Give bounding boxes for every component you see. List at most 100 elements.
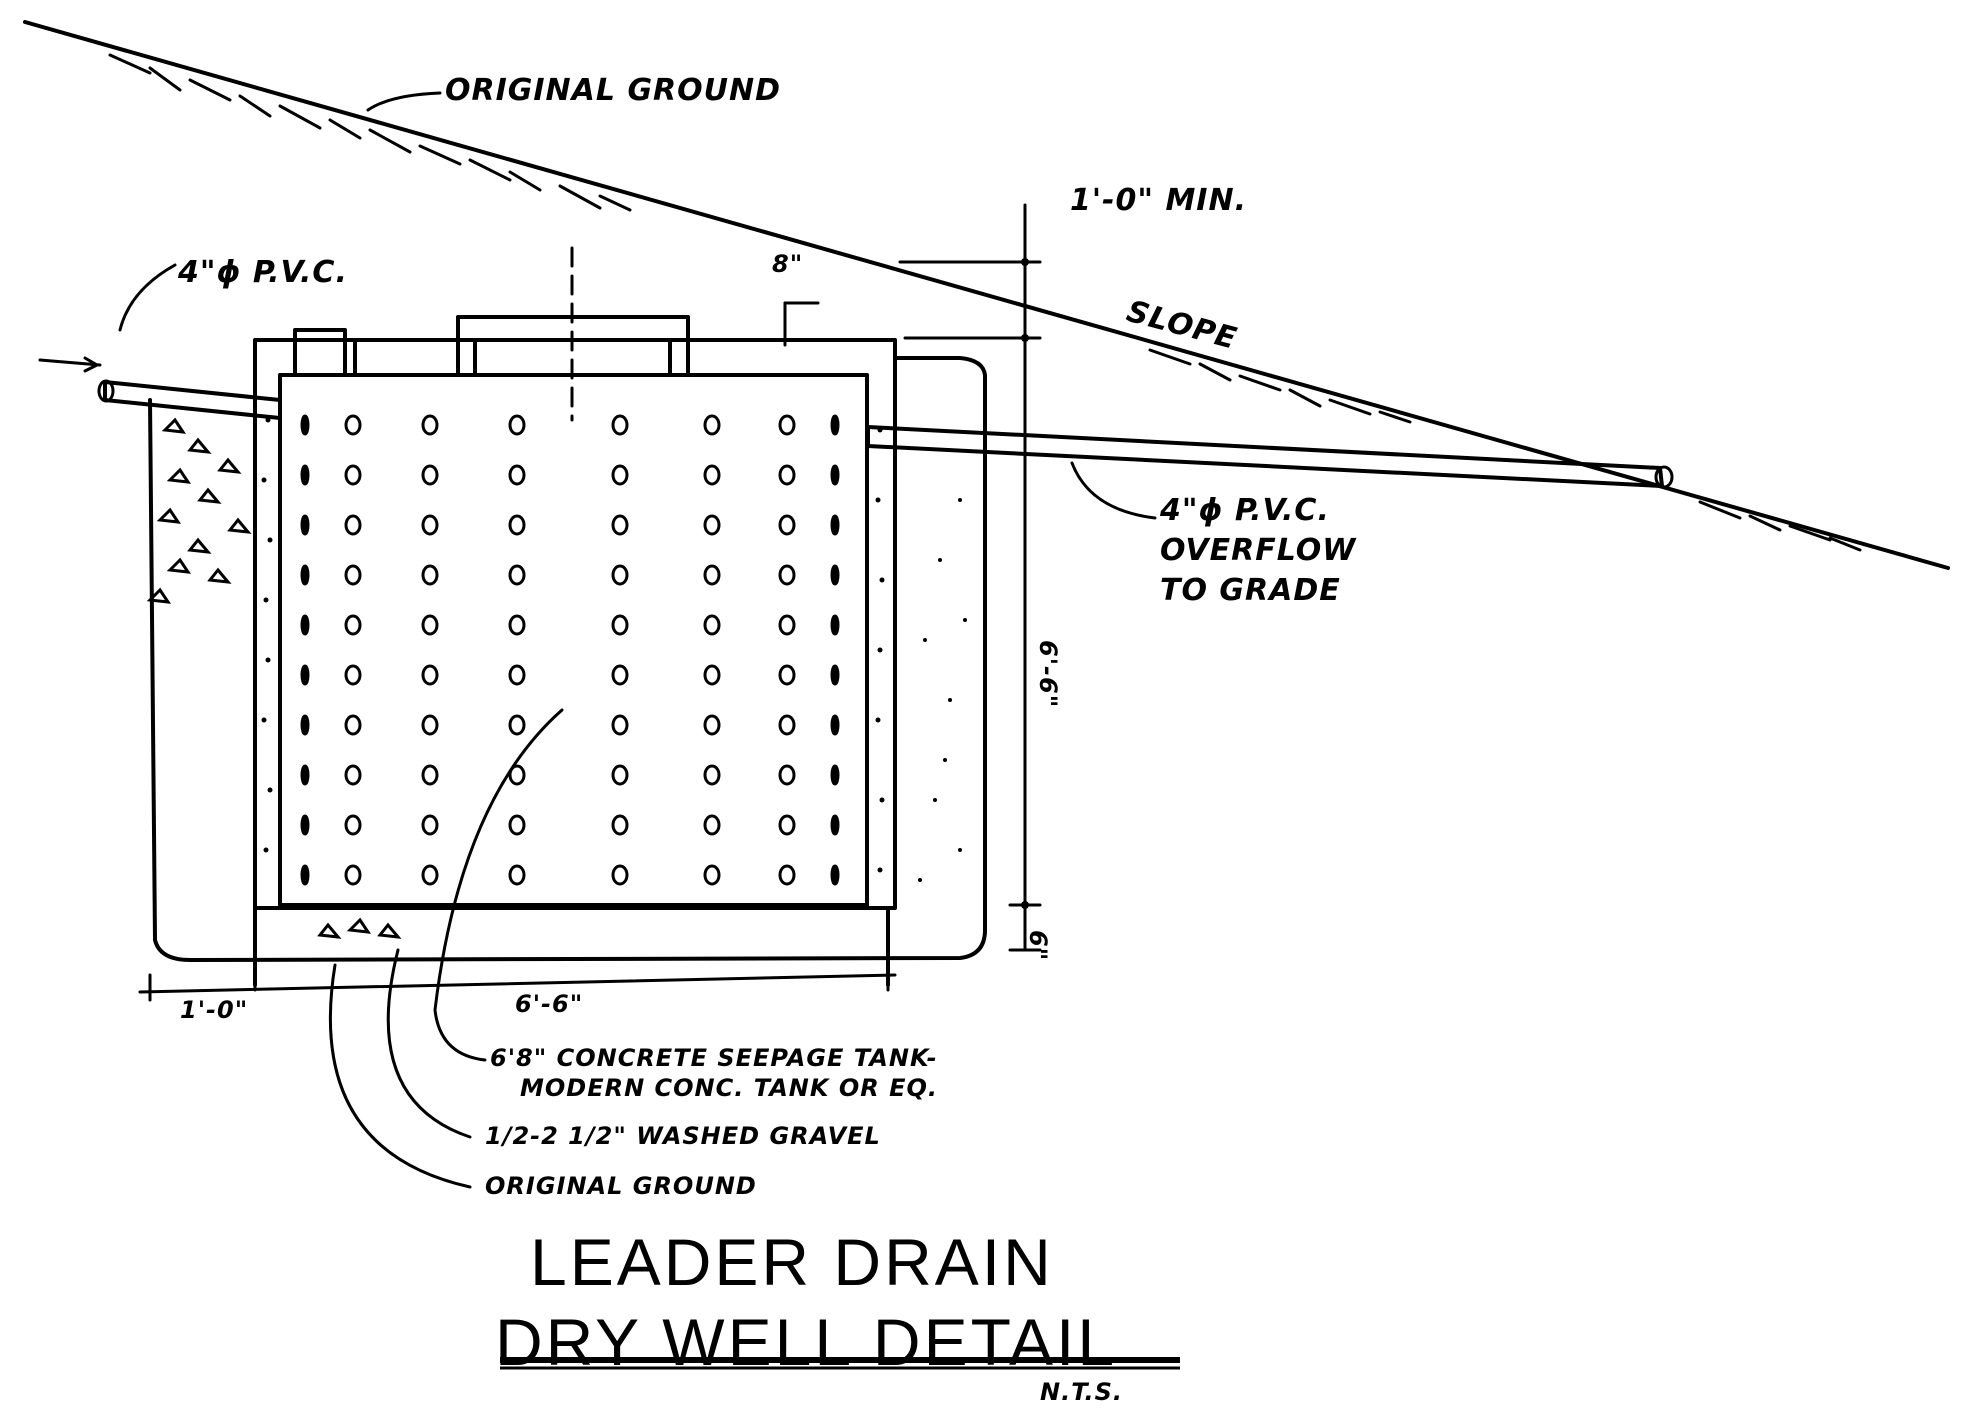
seepage-hole [344,464,362,486]
ground-hatching [108,53,1862,552]
seepage-hole [508,714,526,736]
leader-lines [118,91,1157,1189]
label-overflow-2: OVERFLOW [1160,533,1357,568]
seepage-hole [508,664,526,686]
seepage-hole [300,764,310,786]
seepage-hole [703,514,721,536]
label-inlet-pipe: 4"ϕ P.V.C. [177,255,348,290]
seepage-hole [703,664,721,686]
seepage-hole [611,864,629,886]
seepage-hole [778,514,796,536]
seepage-hole [300,514,310,536]
seepage-hole [830,764,840,786]
seepage-hole [508,764,526,786]
seepage-hole [778,464,796,486]
wall-stipple [261,417,885,873]
seepage-hole [703,714,721,736]
seepage-hole [611,464,629,486]
label-slope: SLOPE [1123,294,1241,357]
label-original-ground-bottom: ORIGINAL GROUND [485,1172,757,1200]
label-dim-bottom: 6" [1024,930,1052,961]
seepage-hole [344,514,362,536]
seepage-hole [830,664,840,686]
seepage-hole [508,464,526,486]
seepage-hole [344,614,362,636]
label-dim-side: 1'-0" [180,996,248,1024]
label-tank-note-2: MODERN CONC. TANK OR EQ. [520,1074,938,1102]
seepage-hole [703,564,721,586]
seepage-hole [778,714,796,736]
seepage-hole [611,514,629,536]
seepage-hole [421,564,439,586]
label-original-ground-top: ORIGINAL GROUND [445,73,781,108]
seepage-hole [421,414,439,436]
gravel-stones [146,417,402,939]
label-gravel-note: 1/2-2 1/2" WASHED GRAVEL [485,1122,881,1150]
seepage-hole [421,814,439,836]
seepage-hole [508,814,526,836]
seepage-hole [300,664,310,686]
seepage-hole [300,414,310,436]
seepage-hole [300,814,310,836]
seepage-holes [300,414,840,886]
seepage-hole [344,764,362,786]
seepage-hole [344,664,362,686]
seepage-hole [703,764,721,786]
label-dim-height: 6'-6" [1034,640,1062,708]
seepage-hole [703,864,721,886]
seepage-hole [508,864,526,886]
seepage-hole [778,764,796,786]
seepage-hole [611,664,629,686]
tank-lid [293,246,690,422]
seepage-hole [830,514,840,536]
seepage-hole [508,414,526,436]
seepage-hole [421,514,439,536]
seepage-hole [778,614,796,636]
seepage-hole [778,414,796,436]
seepage-hole [778,564,796,586]
seepage-hole [830,464,840,486]
seepage-hole [830,714,840,736]
seepage-hole [508,514,526,536]
label-dim-8: 8" [772,250,803,278]
seepage-hole [830,864,840,886]
seepage-hole [508,614,526,636]
seepage-hole [611,614,629,636]
seepage-hole [300,714,310,736]
seepage-hole [300,614,310,636]
seepage-hole [344,564,362,586]
label-overflow-3: TO GRADE [1160,573,1341,608]
label-dim-width: 6'-6" [515,990,583,1018]
label-tank-note-1: 6'8" CONCRETE SEEPAGE TANK- [490,1044,938,1072]
seepage-hole [611,414,629,436]
seepage-hole [421,614,439,636]
seepage-hole [778,664,796,686]
soil-stipple [918,498,967,882]
title-scale: N.T.S. [1040,1378,1123,1406]
seepage-hole [344,714,362,736]
seepage-hole [830,814,840,836]
seepage-hole [344,414,362,436]
inlet-pipe [38,356,282,420]
seepage-hole [830,414,840,436]
seepage-hole [300,864,310,886]
seepage-hole [611,764,629,786]
seepage-hole [703,814,721,836]
seepage-hole [778,814,796,836]
seepage-hole [421,864,439,886]
seepage-hole [421,464,439,486]
seepage-hole [421,714,439,736]
tank-outer-wall [253,338,897,910]
seepage-hole [830,614,840,636]
seepage-hole [611,714,629,736]
seepage-hole [830,564,840,586]
seepage-hole [611,564,629,586]
gravel-backfill [148,356,987,962]
label-min-cover: 1'-0" MIN. [1070,183,1247,218]
tank-bottom-slab [253,906,890,987]
seepage-hole [611,814,629,836]
seepage-hole [421,764,439,786]
seepage-hole [703,414,721,436]
ground-slope-line [23,20,1950,570]
